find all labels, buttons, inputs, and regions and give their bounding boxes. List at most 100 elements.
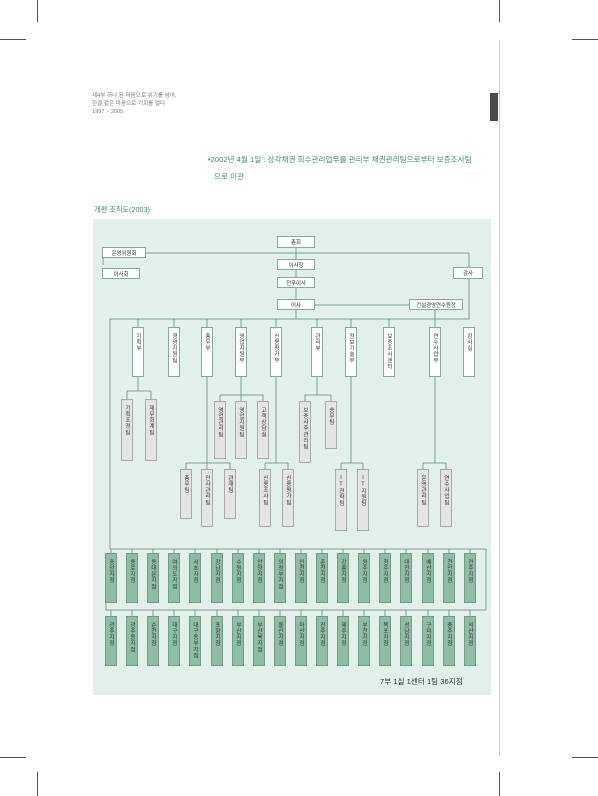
team-label: 보증사후관리팀 [302,407,308,450]
branch-box: 충주지점 [443,616,455,666]
team-label: 송무팀 [328,407,334,426]
branch-box: 부산북지점 [253,616,265,666]
branch-box: 제주지점 [337,616,349,666]
branch-label: 안양지점 [256,559,262,584]
page-tab-marker [490,93,498,121]
branch-box: 대전지점 [400,553,412,603]
branch-label: 대전지점 [403,559,409,584]
branch-box: 전주지점 [464,553,476,603]
dept-label: 총무부 [204,333,210,352]
branch-label: 청주지점 [382,559,388,584]
branch-box: 의정부지점 [274,553,286,603]
dept-training-business: 연수사업부 [429,327,441,377]
branch-label: 울산지점 [277,622,283,647]
crop-mark [572,757,598,758]
branch-box: 강남지점 [211,553,223,603]
team-label: 인사관리팀 [204,475,210,506]
running-head-line: 1997 ~ 2005 [92,109,124,115]
dept-credit-rating: 신용평가부 [270,327,282,377]
team-customer-consultation: 고객상담실 [257,401,269,459]
team-litigation: 송무팀 [325,401,337,449]
branch-box: 수원지점 [232,553,244,603]
chart-caption: 개편 조직도(2003) [94,205,150,214]
dept-label: 신용평가부 [273,333,279,364]
team-label: 신용조사팀 [262,475,268,506]
auditor-box: 감사 [453,267,483,279]
branch-label: 목포지점 [382,622,388,647]
team-credit-rating: 신용평가팀 [282,469,294,527]
team-it-strategy: IT전략팀 [335,469,347,531]
steering-committee-box: 운영위원회 [102,247,146,258]
running-head: 제4부 하나 된 마음으로 위기를 넘어, 한결 같은 마음으로 기회를 열다 … [92,92,176,116]
dept-guarantee-investigation-center: 보증조사센터 [383,327,395,377]
team-label: 신용평가팀 [285,475,291,506]
crop-mark [572,39,598,40]
branch-label: 충주지점 [446,622,452,647]
dept-sales-support: 영업지원부 [235,327,247,377]
team-operations-management: 운영관리팀 [417,469,429,527]
branch-label: 강릉지점 [340,559,346,584]
branch-box: 진주지점 [316,616,328,666]
branch-label: 여의도지점 [171,559,177,590]
branch-box: 익산지점 [464,616,476,666]
dept-label: 영업지원부 [238,333,244,364]
branch-label: 순천지점 [150,622,156,647]
branch-label: 서초지점 [192,559,198,584]
branch-label: 제주지점 [340,622,346,647]
branch-box: 마산지점 [295,616,307,666]
branch-box: 안양지점 [253,553,265,603]
crop-mark [499,772,500,796]
branch-label: 예산지점 [425,559,431,584]
branch-box: 천안지점 [443,553,455,603]
branch-box: 대구지점 [168,616,180,666]
team-label: IT전략팀 [338,475,344,507]
team-label: 관재팀 [227,475,233,494]
branch-box: 광주동지점 [126,616,138,666]
branch-box: 포항지점 [211,616,223,666]
branch-box: 목포지점 [379,616,391,666]
team-personnel-management: 인사관리팀 [201,469,213,527]
branch-box: 종로지점 [126,553,138,603]
crop-mark [499,0,500,22]
team-finance-accounting: 재무회계팀 [145,399,157,461]
branch-box: 성남지점 [400,616,412,666]
branch-label: 춘천지점 [319,559,325,584]
branch-box: 광주지점 [105,616,117,666]
branch-label: 대구지점 [171,622,177,647]
branch-label: 전주지점 [467,559,473,584]
director-box: 이사 [277,299,315,310]
running-head-line: 한결 같은 마음으로 기회를 열다 [92,101,166,107]
branch-box: 울산지점 [274,616,286,666]
branch-label: 중앙지점 [108,559,114,584]
branch-box: 인천지점 [295,553,307,603]
crop-mark [37,772,38,796]
board-box: 이사회 [102,268,140,279]
team-label: 연수사업팀 [443,475,449,506]
branch-label: 구미지점 [425,622,431,647]
dept-label: 연수사업부 [432,333,438,364]
dept-administration: 관리부 [311,327,323,377]
dept-label: 관리부 [314,333,320,352]
team-it-support: IT지원팀 [357,469,369,531]
org-chart-panel: 총회 운영위원회 이사회 이사장 감사 전무이사 이사 건설경영연수원장 기획부… [93,219,491,695]
branch-label: 광주동지점 [129,622,135,653]
dept-label: 경영지원팀 [171,333,177,364]
team-label: 영업지원팀 [238,407,244,438]
branch-label: 동대문지점 [150,559,156,590]
branch-label: 원주지점 [361,559,367,584]
page-edge-line [499,40,500,756]
dept-management-support: 경영지원팀 [168,327,180,377]
branch-label: 성남지점 [403,622,409,647]
branch-label: 광주지점 [108,622,114,647]
branch-label: 인천지점 [298,559,304,584]
team-label: 운영관리팀 [420,475,426,506]
branch-label: 천안지점 [446,559,452,584]
research-center-box: 건설경영연수원장 [409,299,463,310]
branch-box: 강릉지점 [337,553,349,603]
bullet-line: •2002년 4월 1일 : 상각채권 회수관리업무를 관리부 채권관리팀으로부… [208,155,472,164]
branch-label: 마산지점 [298,622,304,647]
branch-box: 서초지점 [189,553,201,603]
branch-box: 동대문지점 [147,553,159,603]
branch-label: 포항지점 [214,622,220,647]
branch-label: 진주지점 [319,622,325,647]
